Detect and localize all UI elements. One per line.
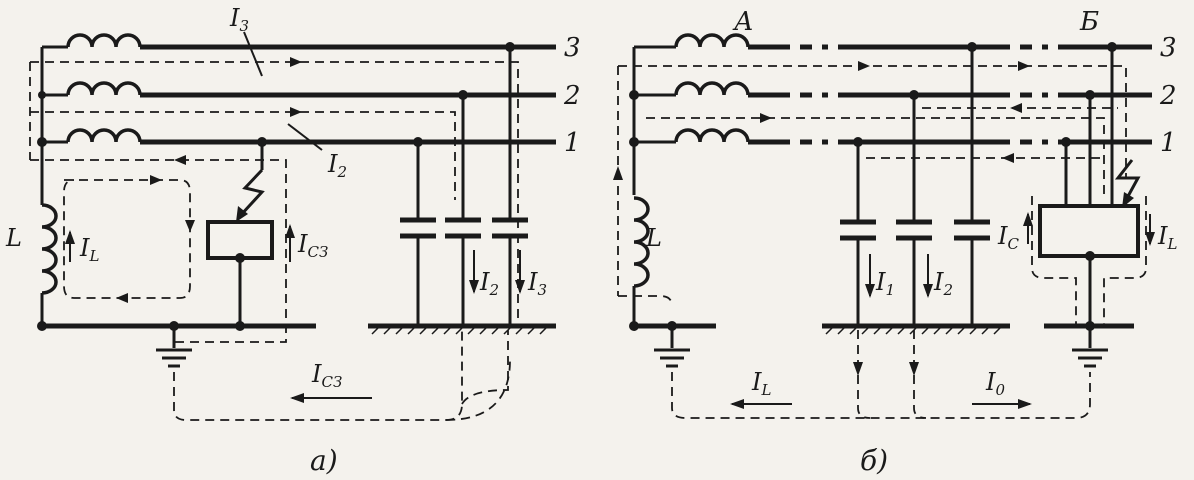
- current-label-i1-cap-b: I1: [875, 268, 895, 299]
- earth-symbol-b-left: [654, 326, 690, 368]
- current-label-ic-b: IC: [997, 222, 1019, 253]
- phase-3-label-b: 3: [1160, 33, 1177, 63]
- current-label-il-right-b: IL: [1157, 222, 1177, 253]
- current-label-il-bottom-b: IL: [751, 368, 771, 399]
- fault-box-b: [1038, 204, 1140, 258]
- inductor-label-a: L: [5, 224, 22, 252]
- inductor-label-b: L: [645, 224, 662, 252]
- fault-arc-b: [1114, 159, 1141, 201]
- fault-box-a: [206, 220, 274, 260]
- node-label-left-b: А: [732, 7, 754, 37]
- earth-symbol-a: [156, 326, 192, 368]
- current-label-icz-right-a: ICЗ: [297, 230, 328, 261]
- caption-a: а): [310, 444, 338, 477]
- phase-1-label-a: 1: [564, 128, 581, 158]
- arc-coil-b: [633, 196, 650, 288]
- phase-2-label-b: 2: [1159, 81, 1177, 111]
- current-label-il-a: IL: [79, 234, 99, 265]
- current-label-i2-cap-b: I2: [933, 268, 953, 299]
- diagram-b: А Б 3 2 1 I1 I2 IC IL IL I0 L б): [613, 7, 1177, 477]
- buses-b: [748, 44, 1152, 145]
- current-label-i0-bottom-b: I0: [985, 368, 1005, 399]
- arc-coil-a: [41, 203, 58, 295]
- current-paths-b: [613, 61, 1155, 419]
- current-label-i3-a: I3: [229, 4, 249, 35]
- current-paths-a: [29, 57, 525, 421]
- fault-arc-a: [238, 168, 265, 218]
- node-label-right-b: Б: [1079, 7, 1099, 37]
- source-coils-a: [66, 33, 142, 143]
- star-bar-b: [632, 45, 676, 195]
- diagram-a: 3 2 1 I3 I2 IL ICЗ I2 I3 ICЗ L а): [5, 4, 581, 477]
- current-label-i2-cap-a: I2: [479, 268, 499, 299]
- current-label-i2-a: I2: [327, 150, 347, 181]
- phase-3-label-a: 3: [564, 33, 581, 63]
- fault-unit-b: [1038, 42, 1141, 368]
- caption-b: б): [860, 444, 888, 477]
- ground-hatch-b: [822, 323, 1010, 335]
- current-label-icz-bottom-a: ICЗ: [311, 360, 342, 391]
- phase-1-label-b: 1: [1160, 128, 1177, 158]
- capacitors-a: [400, 42, 528, 326]
- source-coils-b: [674, 33, 750, 143]
- current-label-i3-cap-a: I3: [527, 268, 547, 299]
- phase-2-label-a: 2: [563, 81, 581, 111]
- capacitors-b: [840, 42, 990, 326]
- star-bar-a: [40, 45, 68, 200]
